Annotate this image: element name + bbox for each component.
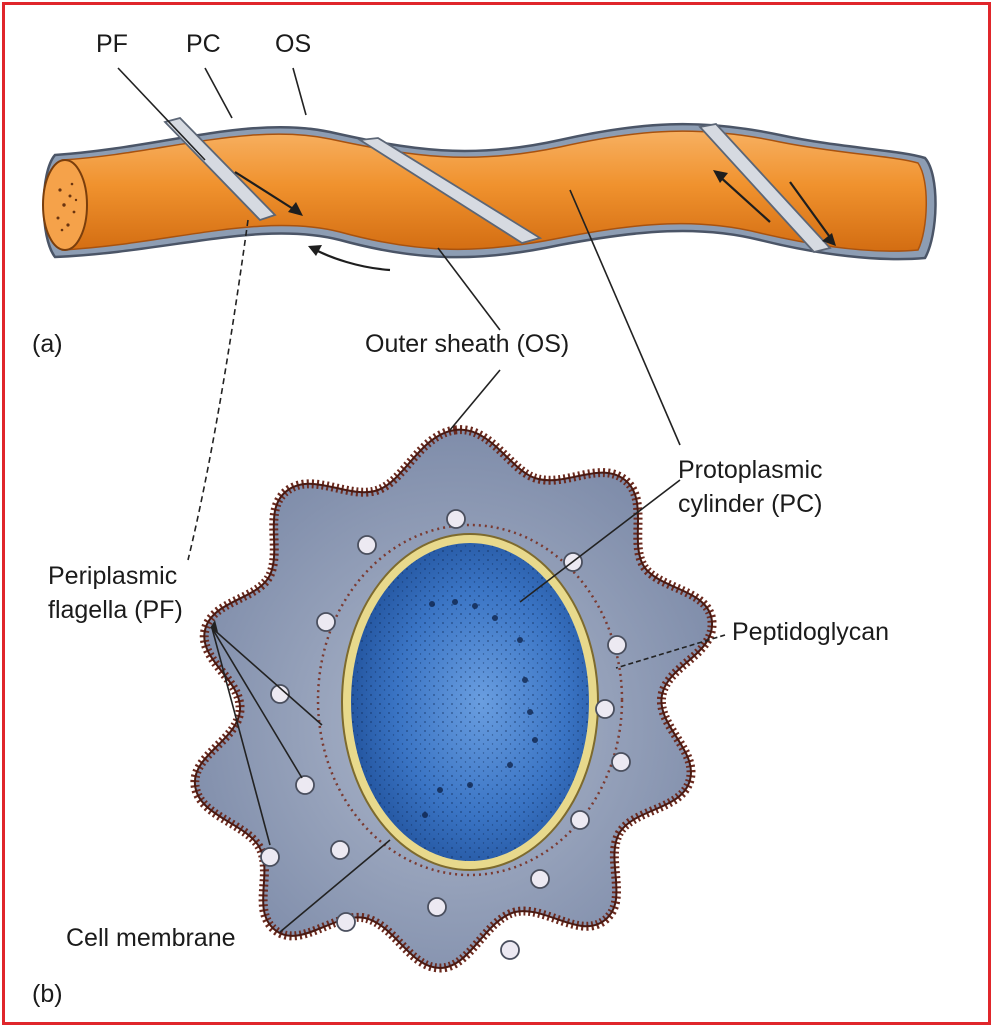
cell-membrane-callout: Cell membrane bbox=[66, 924, 236, 953]
label-os: OS bbox=[275, 30, 311, 59]
label-pc: PC bbox=[186, 30, 221, 59]
peptidoglycan-callout: Peptidoglycan bbox=[732, 618, 889, 647]
label-pf: PF bbox=[96, 30, 128, 59]
panel-b-label: (b) bbox=[32, 980, 63, 1009]
cross-section bbox=[195, 430, 712, 968]
protoplasmic-callout-line1: Protoplasmic bbox=[678, 456, 823, 485]
panel-a-label: (a) bbox=[32, 330, 63, 359]
periplasmic-callout-line2: flagella (PF) bbox=[48, 596, 183, 625]
periplasmic-callout-line1: Periplasmic bbox=[48, 562, 177, 591]
outer-sheath-callout: Outer sheath (OS) bbox=[365, 330, 569, 359]
protoplasmic-callout-line2: cylinder (PC) bbox=[678, 490, 822, 519]
spirochete-cylinder bbox=[43, 118, 936, 270]
